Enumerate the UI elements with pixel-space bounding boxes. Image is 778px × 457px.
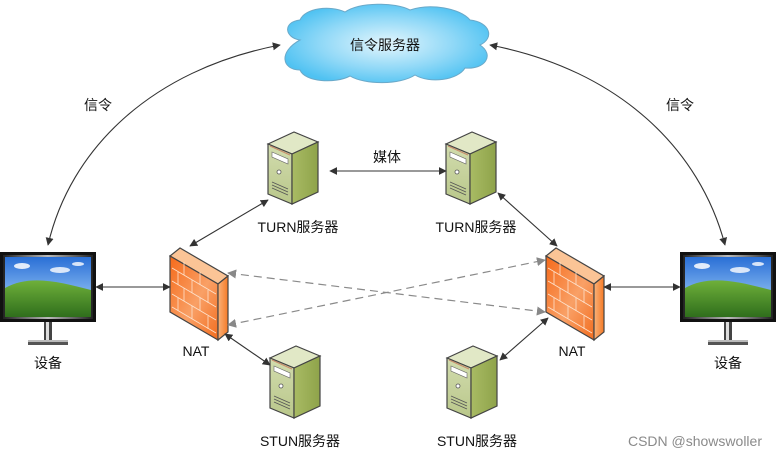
signal-server-label: 信令服务器 [350, 38, 420, 54]
signal-server-node: 信令服务器 [284, 3, 490, 84]
server-icon [269, 345, 321, 419]
watermark: CSDN @showswoller [628, 433, 762, 449]
signal-edge-left [45, 42, 281, 246]
firewall-icon [545, 247, 605, 341]
nat-turn-right-edge [497, 192, 558, 247]
nat-stun-left-edge [224, 333, 271, 366]
server-icon [446, 345, 498, 419]
turn-server-right-label: TURN服务器 [436, 219, 517, 235]
signal-edge-right [489, 42, 728, 246]
turn-server-left-node: TURN服务器 [258, 131, 339, 235]
stun-server-right-node: STUN服务器 [437, 345, 517, 449]
signal-edge-left-label: 信令 [84, 98, 112, 114]
stun-server-left-label: STUN服务器 [260, 433, 340, 449]
turn-server-right-node: TURN服务器 [436, 131, 517, 235]
monitor-icon [0, 252, 96, 345]
media-edge-label: 媒体 [373, 150, 401, 166]
nat-left-node: NAT [169, 247, 229, 359]
p2p-edge-b [227, 257, 546, 328]
device-left-node: 设备 [0, 252, 96, 372]
stun-server-right-label: STUN服务器 [437, 433, 517, 449]
nat-stun-right-edge [499, 317, 549, 361]
nat-right-node: NAT [545, 247, 605, 359]
signal-edge-right-label: 信令 [666, 98, 694, 114]
device-left-label: 设备 [34, 355, 62, 372]
stun-server-left-node: STUN服务器 [260, 345, 340, 449]
device-right-node: 设备 [680, 252, 776, 372]
nat-turn-left-edge [189, 199, 269, 247]
server-icon [445, 131, 497, 205]
nat-right-label: NAT [559, 343, 586, 359]
firewall-icon [169, 247, 229, 341]
monitor-icon [680, 252, 776, 345]
cloud-icon [284, 3, 490, 84]
server-icon [267, 131, 319, 205]
device-right-label: 设备 [714, 355, 742, 372]
nat-left-label: NAT [183, 343, 210, 359]
turn-server-left-label: TURN服务器 [258, 219, 339, 235]
